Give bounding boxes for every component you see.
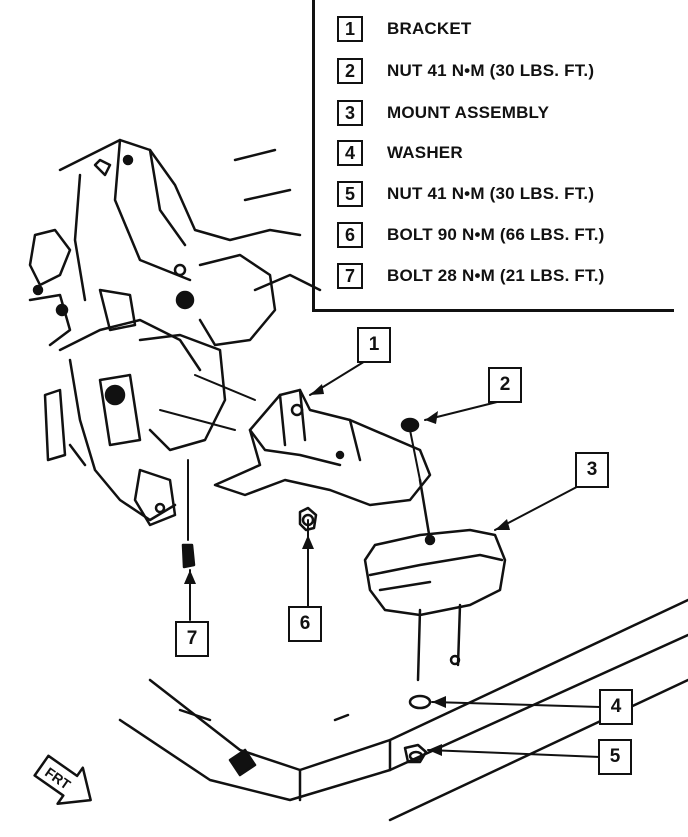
- legend-number: 2: [337, 58, 363, 84]
- legend-label: BRACKET: [387, 19, 472, 38]
- legend-label: BOLT 90 N•M (66 LBS. FT.): [387, 225, 605, 244]
- callout-5: 5: [598, 739, 632, 775]
- callout-1: 1: [357, 327, 391, 363]
- legend-number: 7: [337, 263, 363, 289]
- legend-item: 5 NUT 41 N•M (30 LBS. FT.): [337, 178, 594, 210]
- legend-number: 1: [337, 16, 363, 42]
- legend-label: MOUNT ASSEMBLY: [387, 103, 550, 122]
- arrowheads: [184, 384, 510, 756]
- legend-item: 1 BRACKET: [337, 13, 472, 45]
- callout-7: 7: [175, 621, 209, 657]
- legend-label: NUT 41 N•M (30 LBS. FT.): [387, 61, 595, 80]
- legend-item: 7 BOLT 28 N•M (21 LBS. FT.): [337, 260, 604, 292]
- callout-6: 6: [288, 606, 322, 642]
- legend-number: 4: [337, 140, 363, 166]
- legend-item: 4 WASHER: [337, 137, 463, 169]
- bracket-part: [213, 388, 432, 507]
- fasteners: [181, 417, 432, 764]
- parts-legend: 1 BRACKET 2 NUT 41 N•M (30 LBS. FT.) 3 M…: [312, 0, 674, 312]
- legend-label: WASHER: [387, 143, 463, 162]
- engine-block: [28, 138, 322, 527]
- legend-label: NUT 41 N•M (30 LBS. FT.): [387, 184, 595, 203]
- legend-item: 6 BOLT 90 N•M (66 LBS. FT.): [337, 219, 604, 251]
- legend-item: 2 NUT 41 N•M (30 LBS. FT.): [337, 55, 594, 87]
- callout-4: 4: [599, 689, 633, 725]
- callout-2: 2: [488, 367, 522, 403]
- frame-rail: [118, 598, 688, 822]
- legend-number: 5: [337, 181, 363, 207]
- callout-3: 3: [575, 452, 609, 488]
- leader-lines: [159, 354, 601, 758]
- legend-label: BOLT 28 N•M (21 LBS. FT.): [387, 266, 605, 285]
- legend-number: 3: [337, 100, 363, 126]
- legend-number: 6: [337, 222, 363, 248]
- front-arrow-icon: FRT: [33, 754, 92, 806]
- legend-item: 3 MOUNT ASSEMBLY: [337, 97, 549, 129]
- mount-assembly-part: [363, 478, 507, 682]
